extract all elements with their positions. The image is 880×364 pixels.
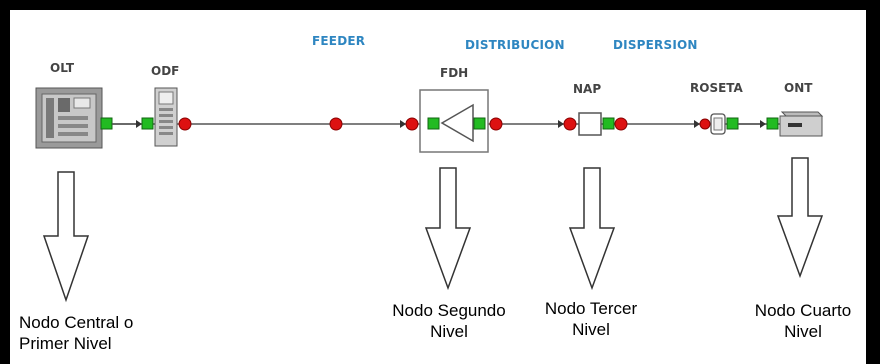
node-central-line1: Nodo Central o [19, 313, 134, 332]
roseta-label: ROSETA [690, 81, 743, 95]
fdh-input-splice [405, 117, 419, 131]
olt-label: OLT [50, 61, 75, 75]
node-segundo-line1: Nodo Segundo [392, 301, 506, 320]
olt-port [100, 117, 113, 130]
arrow-nodo-central [42, 171, 90, 303]
node-segundo-line2: Nivel [430, 322, 468, 341]
diagram-canvas: OLT ODF FDH NAP ROSETA ONT FEEDER DISTRI… [10, 10, 866, 364]
node-cuarto-line1: Nodo Cuarto [754, 301, 852, 320]
ont-device [779, 111, 824, 137]
node-tercer-label: Nodo Tercer Nivel [526, 298, 656, 340]
odf-port [141, 117, 154, 130]
arrow-nodo-segundo [424, 167, 472, 291]
feeder-splice [329, 117, 343, 131]
fdh-device [419, 89, 489, 153]
odf-device [154, 87, 178, 147]
roseta-device [710, 113, 726, 135]
network-diagram [35, 87, 824, 303]
node-central-line2: Primer Nivel [19, 334, 112, 353]
roseta-port [726, 117, 739, 130]
arrow-nodo-tercer [568, 167, 616, 291]
node-tercer-line1: Nodo Tercer [544, 299, 638, 318]
node-tercer-line2: Nivel [572, 320, 610, 339]
node-cuarto-label: Nodo Cuarto Nivel [740, 300, 866, 342]
roseta-splice [699, 118, 711, 130]
nap-port [602, 117, 615, 130]
fdh-output-splice [489, 117, 503, 131]
fdh-label: FDH [440, 66, 469, 80]
node-segundo-label: Nodo Segundo Nivel [374, 300, 524, 342]
nap-output-splice [614, 117, 628, 131]
node-cuarto-line2: Nivel [784, 322, 822, 341]
arrow-nodo-cuarto [776, 157, 824, 279]
segment-dispersion: DISPERSION [613, 38, 698, 52]
nap-input-splice [563, 117, 577, 131]
odf-label: ODF [151, 64, 180, 78]
segment-feeder: FEEDER [312, 34, 366, 48]
nap-device [578, 112, 602, 136]
ont-port [766, 117, 779, 130]
nap-label: NAP [573, 82, 602, 96]
ont-label: ONT [784, 81, 813, 95]
segment-distribucion: DISTRIBUCION [465, 38, 565, 52]
olt-device [35, 87, 103, 149]
node-central-label: Nodo Central o Primer Nivel [19, 312, 179, 354]
odf-splice [178, 117, 192, 131]
